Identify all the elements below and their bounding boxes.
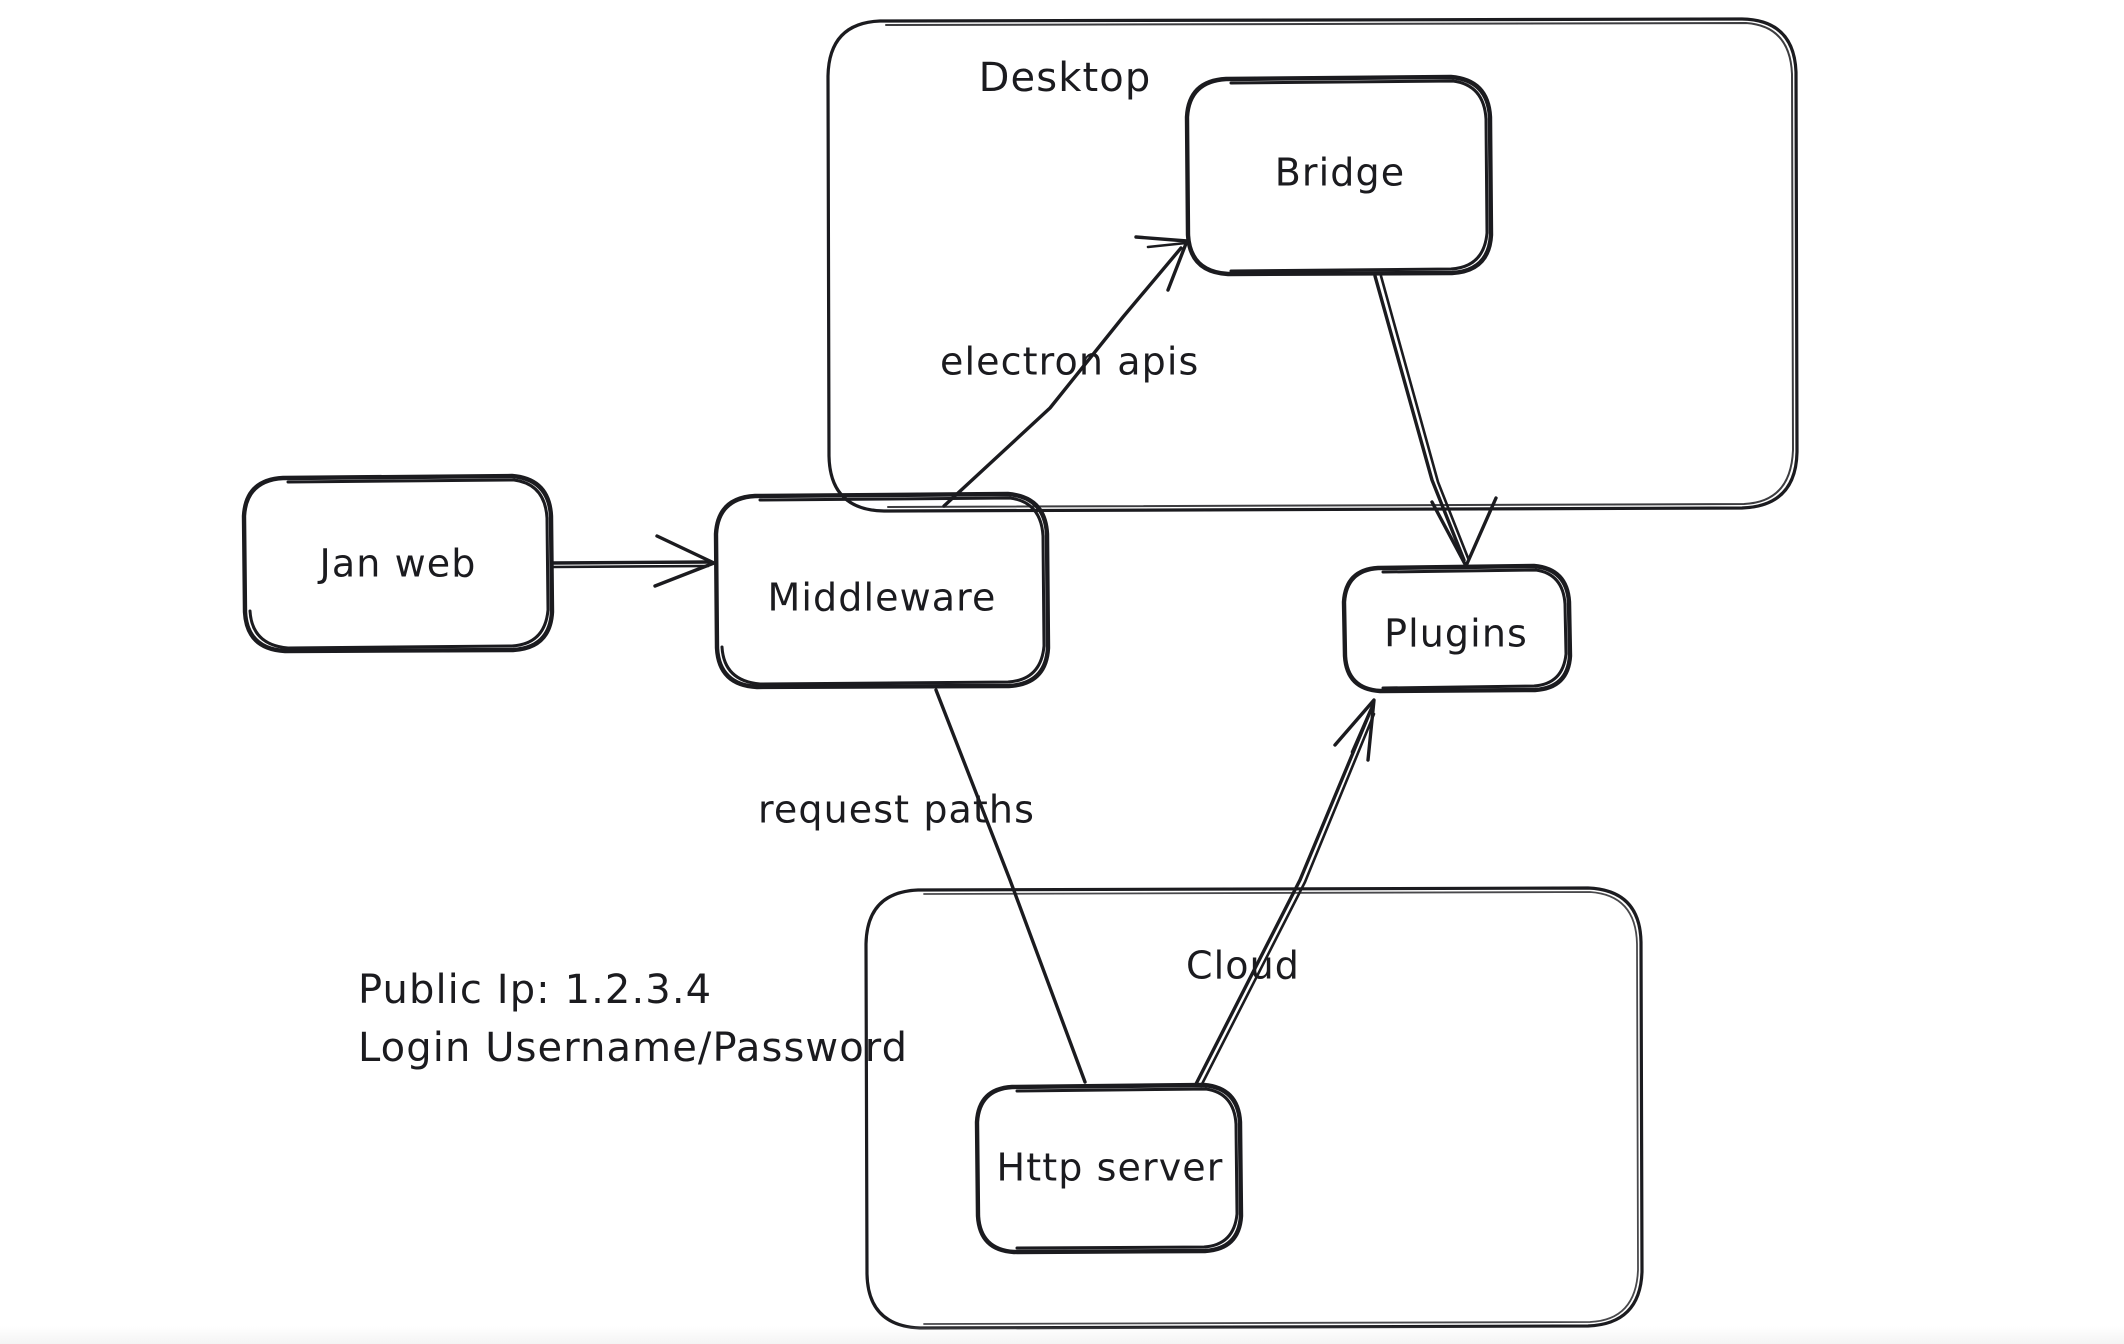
group-desktop[interactable]: Desktop [826, 17, 1799, 513]
edge-bridge-to-plugins-line [1373, 274, 1466, 562]
edge-middleware-to-bridge-line [942, 246, 1183, 508]
plugins-box-outline-secondary [1381, 568, 1568, 690]
jan-web-label: Jan web [318, 542, 477, 586]
edge-http-server-to-plugins-line [1194, 710, 1372, 1086]
bridge-label: Bridge [1275, 151, 1405, 195]
middleware-box-outline-secondary [720, 496, 1046, 686]
jan-web-box-outline-secondary [248, 478, 550, 650]
edge-jan-web-to-middleware-arrowhead [653, 534, 716, 588]
edge-bridge-to-plugins-arrowhead [1430, 496, 1498, 568]
edge-jan-web-to-middleware-line [550, 560, 712, 565]
edge-bridge-to-plugins[interactable] [1373, 274, 1498, 568]
jan-web-box-outline [241, 473, 555, 654]
edge-middleware-to-http-server-line [934, 688, 1087, 1084]
edge-middleware-to-http-server[interactable]: request paths [758, 688, 1087, 1084]
edge-middleware-to-bridge[interactable]: electron apis [940, 235, 1199, 508]
http-server-label: Http server [997, 1146, 1224, 1190]
node-jan-web[interactable]: Jan web [241, 473, 555, 654]
http-server-box-outline [974, 1082, 1244, 1255]
desktop-container-outline [826, 17, 1799, 513]
cloud-container-outline-secondary [923, 891, 1639, 1325]
middleware-box-outline [713, 491, 1051, 690]
note-line-public-ip: Public Ip: 1.2.3.4 [358, 967, 712, 1013]
edge-http-server-to-plugins-arrowhead-extra [1350, 702, 1375, 754]
bridge-box-outline [1184, 74, 1494, 277]
edge-http-server-to-plugins-arrowhead [1333, 698, 1376, 762]
edge-bridge-to-plugins-line-secondary [1379, 274, 1470, 560]
desktop-container-outline-secondary [885, 22, 1794, 508]
group-cloud[interactable]: Cloud [864, 886, 1644, 1330]
edge-http-server-to-plugins[interactable] [1194, 698, 1376, 1088]
http-server-box-outline-secondary [1015, 1087, 1239, 1250]
node-plugins[interactable]: Plugins [1341, 563, 1573, 694]
edge-label-request-paths: request paths [758, 788, 1035, 832]
group-label-desktop: Desktop [979, 55, 1152, 101]
bridge-box-outline-secondary [1229, 79, 1489, 273]
edge-middleware-to-bridge-arrowhead-extra [1146, 241, 1188, 249]
node-bridge[interactable]: Bridge [1184, 74, 1494, 277]
edge-label-electron-apis: electron apis [940, 340, 1199, 384]
server-credentials-note: Public Ip: 1.2.3.4 Login Username/Passwo… [358, 967, 908, 1071]
group-label-cloud: Cloud [1186, 944, 1300, 988]
note-line-login: Login Username/Password [358, 1025, 908, 1071]
plugins-box-outline [1341, 563, 1573, 694]
edge-jan-web-to-middleware[interactable] [550, 534, 716, 588]
edge-jan-web-to-middleware-line-secondary [551, 564, 710, 569]
node-middleware[interactable]: Middleware [713, 491, 1051, 690]
middleware-label: Middleware [767, 576, 996, 620]
node-http-server[interactable]: Http server [974, 1082, 1244, 1255]
edge-middleware-to-bridge-arrowhead [1134, 235, 1189, 292]
plugins-label: Plugins [1384, 612, 1528, 656]
edge-http-server-to-plugins-line-secondary [1199, 712, 1376, 1088]
